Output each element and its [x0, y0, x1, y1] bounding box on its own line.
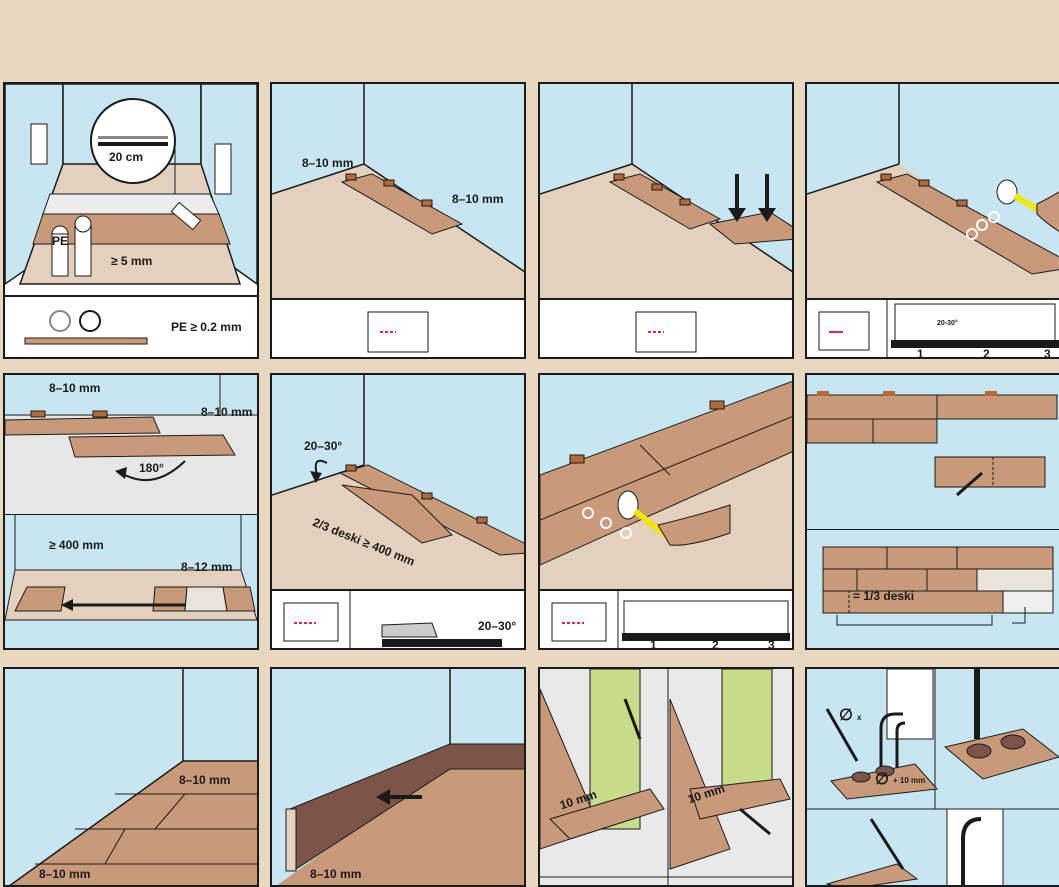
panel-door-frame: 10 mm 10 mm	[538, 667, 794, 887]
panel-skirting: 8–10 mm	[270, 667, 526, 887]
pipe-holes-illustration	[807, 669, 1059, 887]
panel-hammer-joint: 20-30° 1 2 3	[805, 82, 1059, 359]
panel-rotate-plank: 8–10 mm 8–10 mm 180° ≥ 400 mm 8–12 mm	[3, 373, 259, 650]
panel-offset-rows: = 1/3 deski	[805, 373, 1059, 650]
underlay-illustration	[5, 84, 259, 359]
panel-finished-floor: 8–10 mm 8–10 mm	[3, 667, 259, 887]
step-1: 1	[650, 638, 657, 650]
panel-tap-down	[538, 82, 794, 359]
diameter-label: x	[857, 713, 861, 722]
offset-rows-illustration	[807, 375, 1059, 650]
panel-first-row-spacers: 8–10 mm 8–10 mm	[270, 82, 526, 359]
gap-wall-label: 8–10 mm	[179, 773, 230, 787]
gap-corner-label: 8–10 mm	[39, 867, 90, 881]
panel-second-row-angle: 20–30° 2/3 deski ≥ 400 mm 20–30°	[270, 373, 526, 650]
diameter-plus-label: + 10 mm	[893, 776, 925, 785]
gap-label: 8–10 mm	[310, 867, 361, 881]
angle-label: 20–30°	[304, 439, 342, 453]
third-plank-label: = 1/3 deski	[853, 589, 914, 603]
second-row-illustration	[272, 375, 526, 650]
panel-pipe-holes: ∅ x ∅ + 10 mm	[805, 667, 1059, 887]
panel-tap-rows: 1 2 3	[538, 373, 794, 650]
hammer-joint-illustration	[807, 84, 1059, 359]
gap-right-label: 8–10 mm	[201, 405, 252, 419]
min-length-label: ≥ 400 mm	[49, 538, 104, 552]
step-3: 3	[1044, 347, 1051, 359]
gap-left-label: 8–10 mm	[302, 156, 353, 170]
angle-label-small: 20-30°	[937, 320, 958, 327]
panel-underlay: 20 cm PE ≥ 5 mm PE ≥ 0.2 mm	[3, 82, 259, 359]
rotation-label: 180°	[139, 461, 164, 475]
step-1: 1	[917, 347, 924, 359]
gap-top-label: 8–10 mm	[49, 381, 100, 395]
step-2: 2	[983, 347, 990, 359]
circle-label: 20 cm	[109, 150, 143, 164]
diameter-plus-symbol: ∅	[875, 769, 889, 789]
first-row-illustration	[272, 84, 526, 359]
gap-end-label: 8–12 mm	[181, 560, 232, 574]
diameter-symbol: ∅	[839, 705, 853, 725]
step-3: 3	[768, 638, 775, 650]
skirting-illustration	[272, 669, 526, 887]
tap-down-illustration	[540, 84, 794, 359]
roll-label: PE	[52, 234, 68, 248]
angle-strip-label: 20–30°	[478, 619, 516, 633]
gap-right-label: 8–10 mm	[452, 192, 503, 206]
thickness-label: ≥ 5 mm	[111, 254, 152, 268]
tap-rows-illustration	[540, 375, 794, 650]
step-2: 2	[712, 638, 719, 650]
door-frame-illustration	[540, 669, 794, 887]
pe-thickness-label: PE ≥ 0.2 mm	[171, 320, 242, 334]
